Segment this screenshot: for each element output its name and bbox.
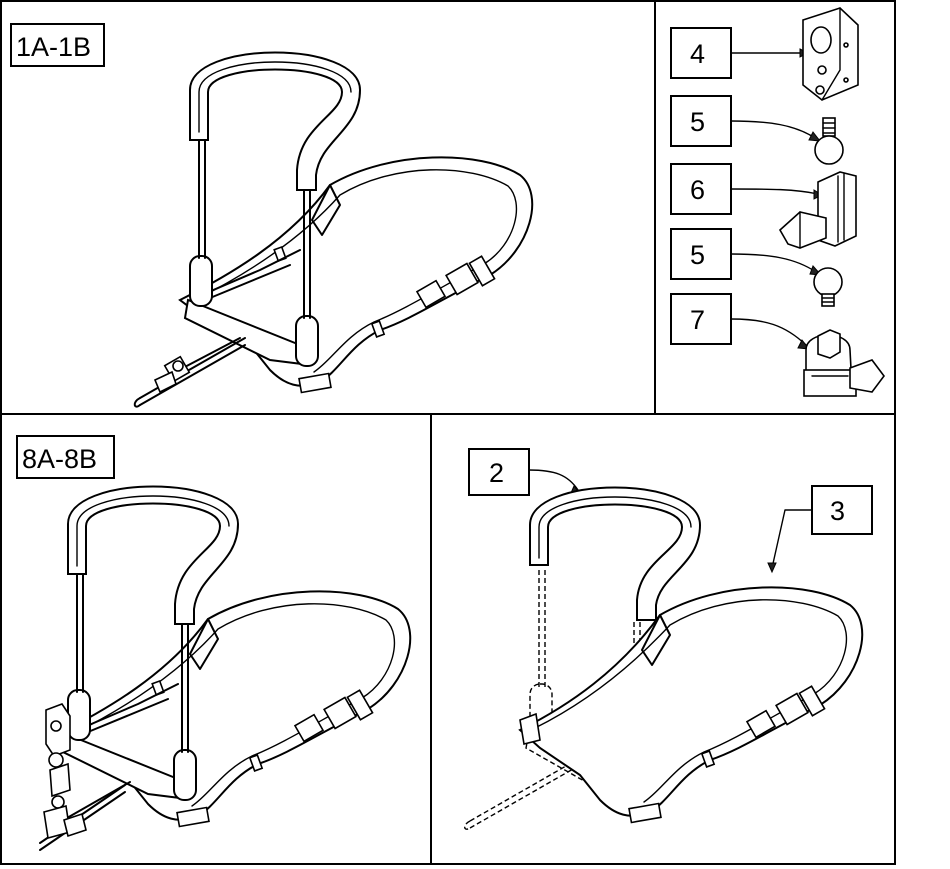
side-mount-stack xyxy=(39,703,131,851)
callout-7: 7 xyxy=(690,305,705,335)
panel-bottom-left: 8A-8B xyxy=(16,435,412,851)
leader-line-6 xyxy=(730,188,819,195)
leader-line-2 xyxy=(528,469,579,491)
callout-3: 3 xyxy=(830,496,845,526)
callout-5-upper: 5 xyxy=(690,107,705,137)
leader-line-7 xyxy=(730,318,807,346)
ball-joint-part-lower xyxy=(813,267,843,307)
panel-top-left: 1A-1B xyxy=(10,23,534,408)
assembly-illustration-8 xyxy=(57,485,412,828)
mounting-clamp-part xyxy=(803,329,885,397)
leader-line-5-lower xyxy=(730,253,817,273)
panel-bottom-right-frame xyxy=(430,413,896,865)
leader-line-3 xyxy=(771,509,813,569)
panel-bottom-right: 2 3 xyxy=(464,448,873,830)
panel-label-1a-1b: 1A-1B xyxy=(16,32,91,62)
ball-joint-part-upper xyxy=(814,117,844,165)
callout-4: 4 xyxy=(690,39,705,69)
panel-top-right: 4 5 6 xyxy=(670,7,885,397)
split-clamp-part xyxy=(778,171,857,249)
panel-label-8a-8b: 8A-8B xyxy=(22,444,97,474)
strap-exploded xyxy=(518,586,864,824)
clamp-block-part xyxy=(802,7,859,101)
callout-5-lower: 5 xyxy=(690,240,705,270)
leader-line-5-upper xyxy=(730,120,816,139)
side-mount-illustration xyxy=(133,337,246,408)
u-pad-exploded xyxy=(529,486,702,621)
callout-6: 6 xyxy=(690,175,705,205)
callout-2: 2 xyxy=(489,458,504,488)
